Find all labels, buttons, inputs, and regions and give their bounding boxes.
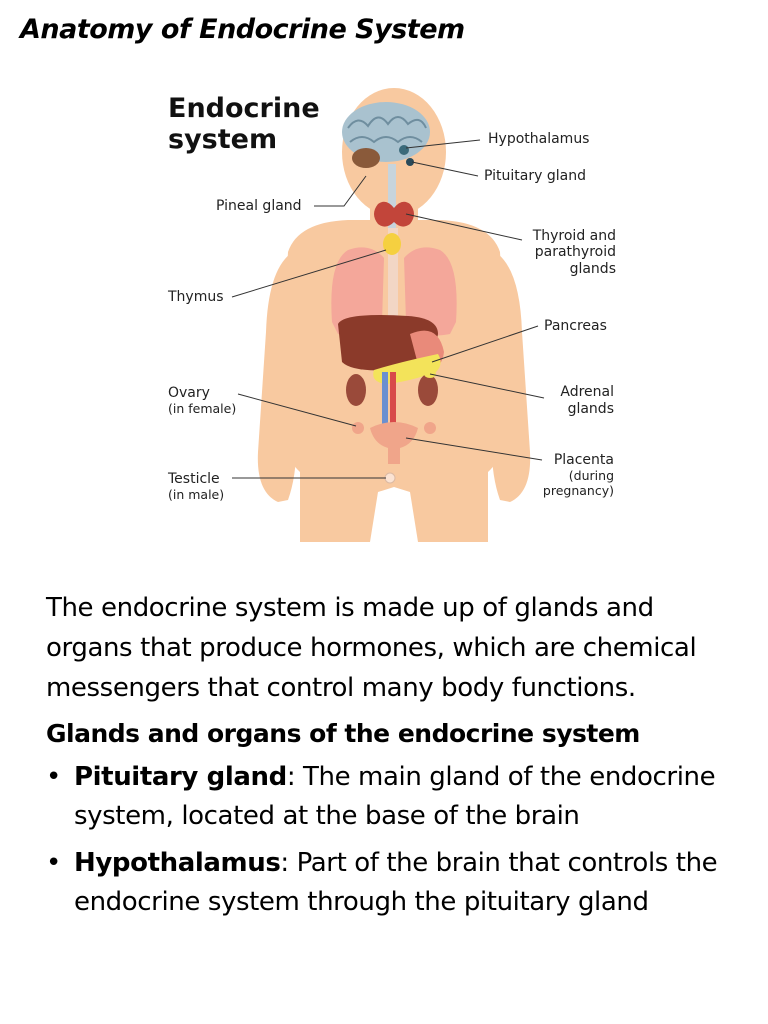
bullet-term: Pituitary gland xyxy=(74,762,287,792)
label-thyroid-line2: parathyroid xyxy=(535,244,616,260)
diagram-title-line1: Endocrine xyxy=(168,93,320,124)
label-thymus: Thymus xyxy=(167,289,224,305)
bullet-term: Hypothalamus xyxy=(74,848,280,878)
label-adrenal-line1: Adrenal xyxy=(560,384,614,400)
glands-heading: Glands and organs of the endocrine syste… xyxy=(46,714,746,754)
right-ovary-icon xyxy=(424,422,436,434)
hypothalamus-icon xyxy=(399,145,409,155)
bullet-icon: • xyxy=(46,758,61,797)
left-kidney-icon xyxy=(346,374,366,406)
label-thyroid-line1: Thyroid and xyxy=(532,228,616,244)
list-item: • Hypothalamus: Part of the brain that c… xyxy=(46,844,746,922)
intro-paragraph: The endocrine system is made up of gland… xyxy=(46,588,746,708)
slide-title: Anatomy of Endocrine System xyxy=(20,14,465,45)
label-pancreas: Pancreas xyxy=(544,318,607,334)
slide-body: The endocrine system is made up of gland… xyxy=(46,588,746,930)
label-hypothalamus: Hypothalamus xyxy=(488,131,589,147)
left-ovary-icon xyxy=(352,422,364,434)
label-pituitary: Pituitary gland xyxy=(484,168,586,184)
testicle-icon xyxy=(385,473,395,483)
diagram-title-line2: system xyxy=(168,124,277,155)
right-kidney-icon xyxy=(418,374,438,406)
label-adrenal-line2: glands xyxy=(568,401,614,417)
label-testicle-note: (in male) xyxy=(168,487,224,502)
bullet-icon: • xyxy=(46,844,61,883)
label-testicle: Testicle xyxy=(167,471,220,487)
glands-list: • Pituitary gland: The main gland of the… xyxy=(46,758,746,922)
label-placenta: Placenta xyxy=(554,452,614,468)
label-ovary-note: (in female) xyxy=(168,401,236,416)
label-placenta-note2: pregnancy) xyxy=(543,483,614,498)
label-thyroid-line3: glands xyxy=(570,261,616,277)
label-ovary: Ovary xyxy=(168,385,210,401)
endocrine-diagram: Endocrine system xyxy=(138,72,650,564)
thymus-icon xyxy=(383,233,401,255)
label-placenta-note1: (during xyxy=(569,468,614,483)
label-pineal: Pineal gland xyxy=(216,198,302,214)
list-item: • Pituitary gland: The main gland of the… xyxy=(46,758,746,836)
